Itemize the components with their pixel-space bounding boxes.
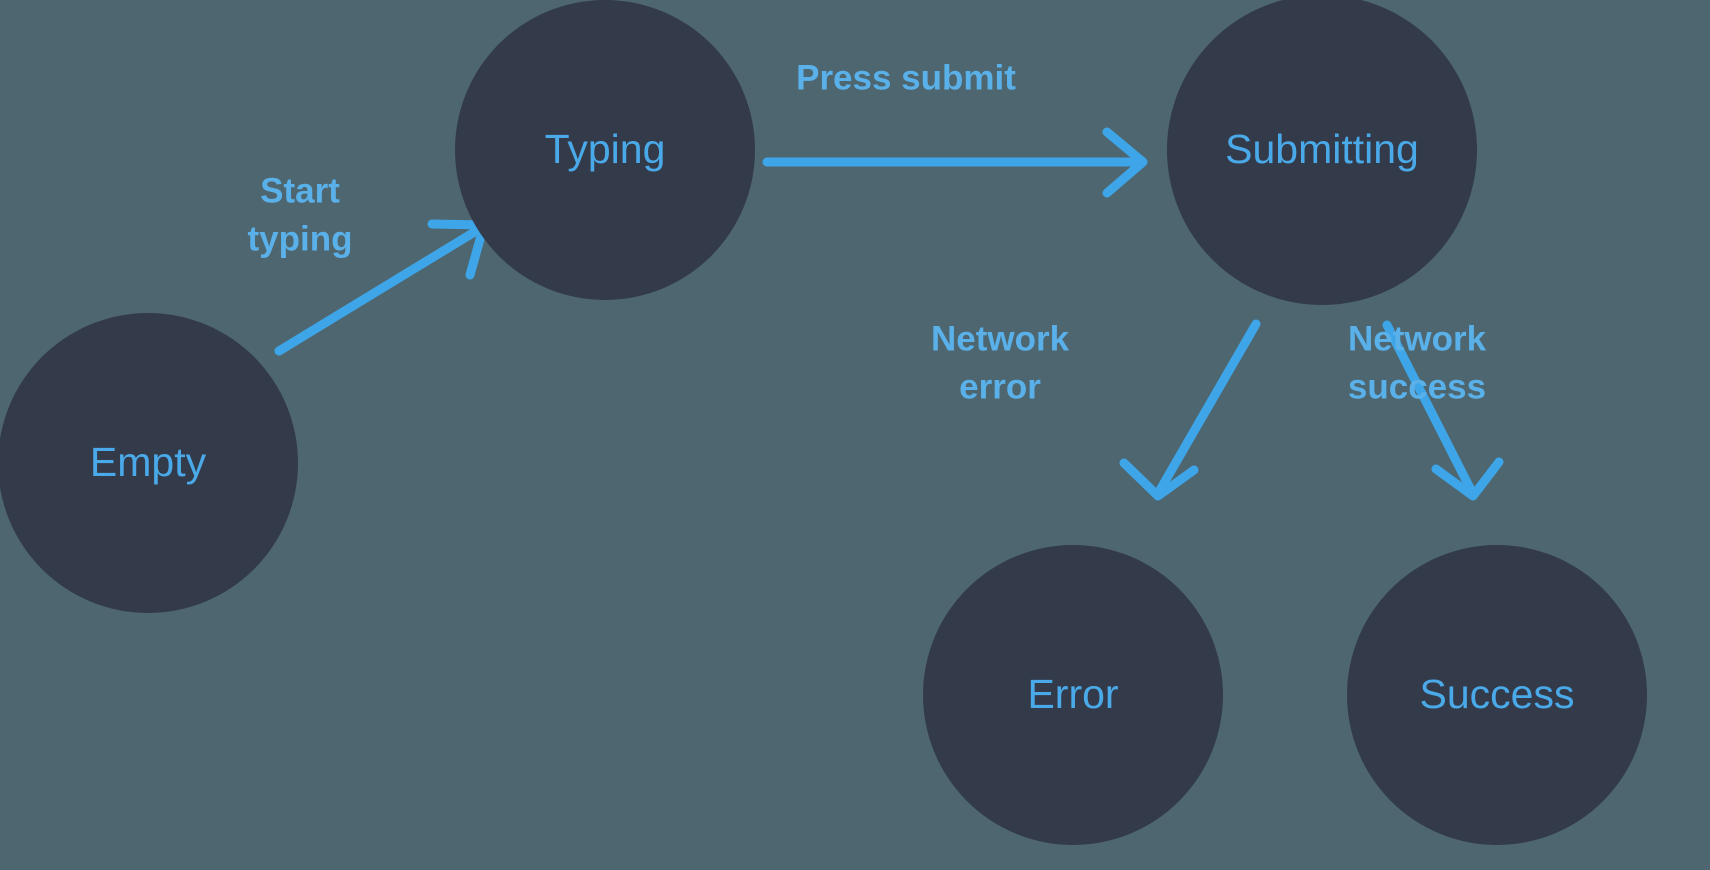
state-node-error[interactable]: Error — [923, 545, 1223, 845]
edge-label-start-typing: Start typing — [248, 171, 353, 258]
edge-network-success — [1382, 320, 1504, 501]
state-node-submitting[interactable]: Submitting — [1167, 0, 1477, 305]
edge-label-text-network-error-line1: Network — [931, 319, 1070, 358]
state-label-success: Success — [1420, 671, 1575, 717]
arrowhead-network-error — [1119, 458, 1199, 501]
edge-line-start-typing — [274, 223, 486, 356]
state-node-empty[interactable]: Empty — [0, 313, 298, 613]
state-label-error: Error — [1027, 671, 1118, 717]
edge-label-text-network-success-line2: success — [1348, 367, 1486, 406]
arrowhead-network-success — [1431, 457, 1504, 501]
edge-line-network-success — [1382, 320, 1476, 495]
edge-label-text-press-submit-line1: Press submit — [796, 58, 1016, 97]
edge-label-text-network-success-line1: Network — [1348, 319, 1487, 358]
state-circle-empty[interactable] — [0, 313, 298, 613]
edge-label-text-network-error-line2: error — [959, 367, 1041, 406]
edge-label-text-start-typing-line2: typing — [248, 219, 353, 258]
state-label-submitting: Submitting — [1225, 126, 1419, 172]
state-circle-error[interactable] — [923, 545, 1223, 845]
edge-network-error — [1119, 319, 1261, 501]
edge-label-text-start-typing-line1: Start — [260, 171, 340, 210]
state-circle-typing[interactable] — [455, 0, 755, 300]
edges-layer — [274, 127, 1504, 501]
edge-label-network-success: Network success — [1348, 319, 1487, 406]
arrowhead-press-submit — [1102, 127, 1148, 198]
state-circle-submitting[interactable] — [1167, 0, 1477, 305]
state-label-empty: Empty — [90, 439, 207, 485]
edge-line-network-error — [1155, 319, 1261, 495]
edge-label-network-error: Network error — [931, 319, 1070, 406]
state-node-success[interactable]: Success — [1347, 545, 1647, 845]
edge-label-press-submit: Press submit — [796, 58, 1016, 97]
state-label-typing: Typing — [545, 126, 666, 172]
state-circle-success[interactable] — [1347, 545, 1647, 845]
edge-press-submit — [762, 127, 1148, 198]
state-node-typing[interactable]: Typing — [455, 0, 755, 300]
